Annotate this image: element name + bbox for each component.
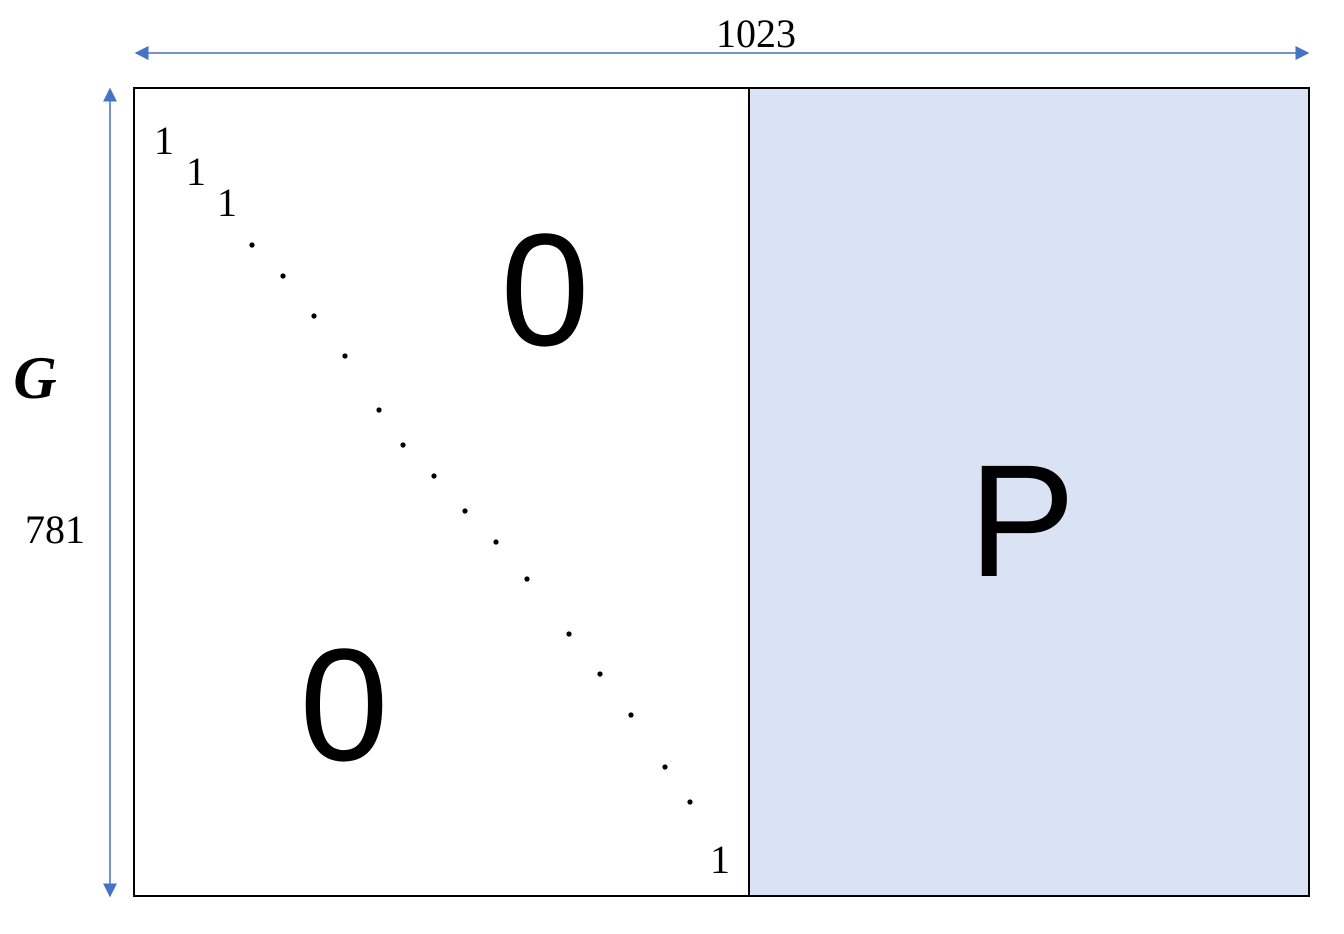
ellipsis-dot (311, 313, 317, 319)
height-label: 781 (25, 507, 85, 552)
parity-label: P (969, 431, 1076, 610)
ellipsis-dot (597, 671, 603, 677)
ellipsis-dot (342, 353, 348, 359)
ellipsis-dot (662, 764, 668, 770)
ellipsis-dot (524, 576, 530, 582)
ellipsis-dot (280, 273, 286, 279)
zero-lower-label: 0 (300, 615, 389, 794)
matrix-label: G (13, 345, 56, 411)
ellipsis-dot (493, 539, 499, 545)
ellipsis-dot (249, 242, 255, 248)
ellipsis-dot (462, 508, 468, 514)
zero-upper-label: 0 (501, 200, 590, 379)
ellipsis-dot (566, 631, 572, 637)
identity-entry: 1 (710, 837, 730, 882)
ellipsis-dot (687, 799, 693, 805)
ellipsis-dot (376, 407, 382, 413)
matrix-border (133, 87, 1310, 897)
identity-entry: 1 (186, 149, 206, 194)
diagonal-ellipsis (249, 242, 693, 805)
identity-entry: 1 (154, 118, 174, 163)
ellipsis-dot (431, 473, 437, 479)
ellipsis-dot (628, 712, 634, 718)
identity-entry: 1 (217, 180, 237, 225)
width-label: 1023 (716, 11, 796, 56)
parity-block (749, 88, 1309, 896)
ellipsis-dot (400, 442, 406, 448)
